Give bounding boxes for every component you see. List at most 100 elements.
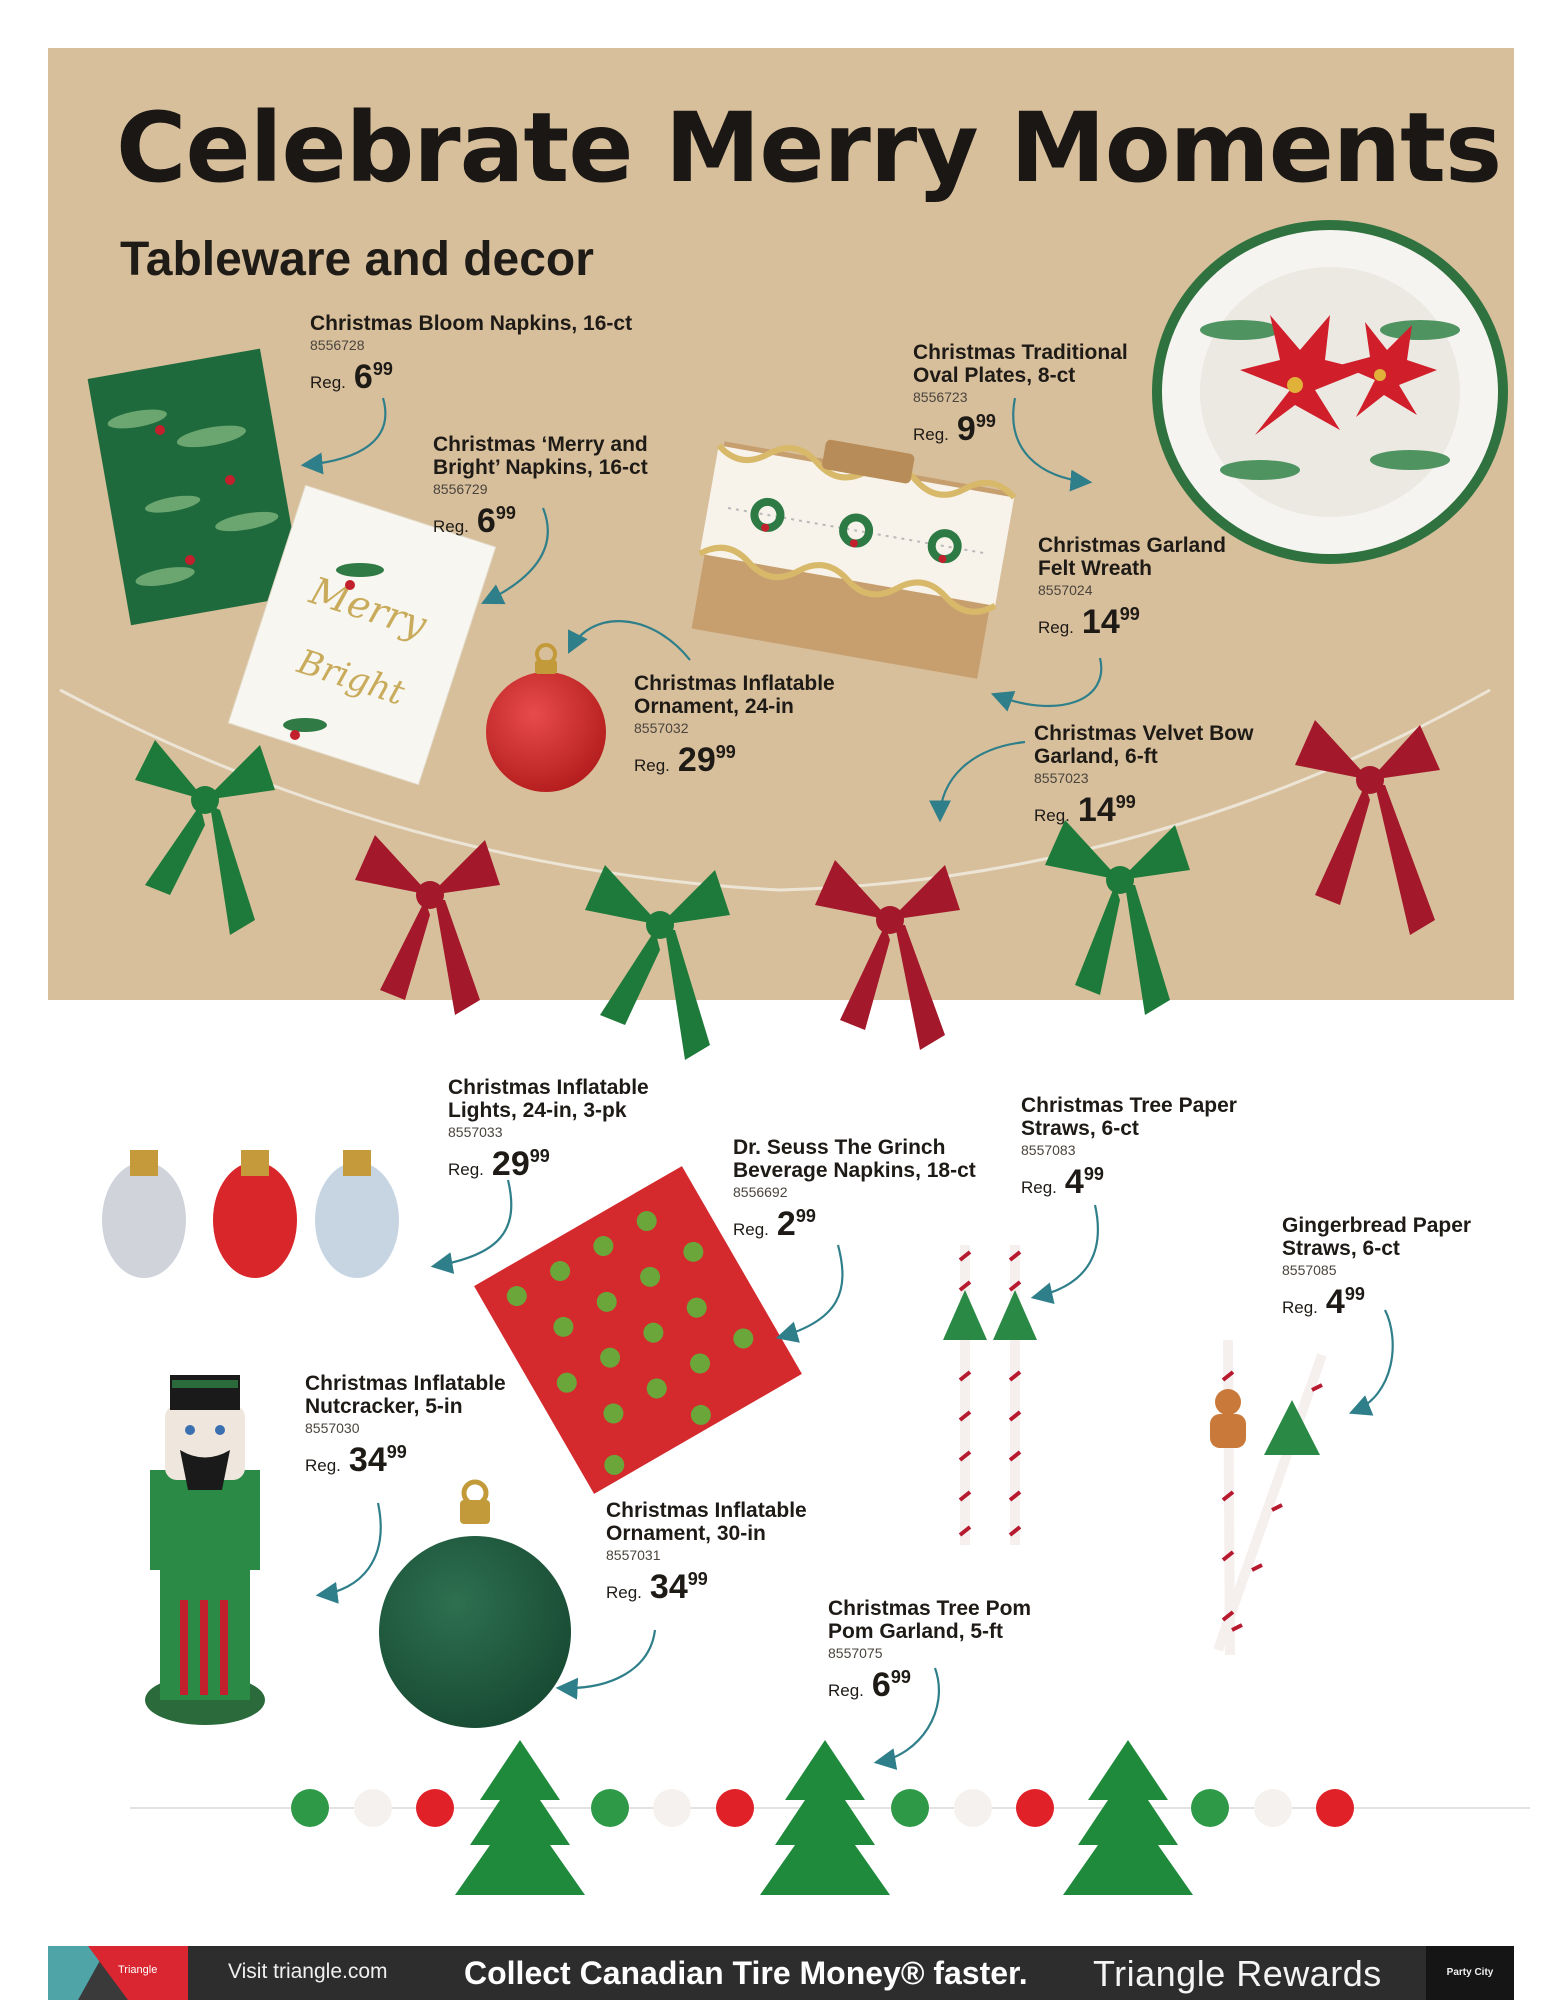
price-dollars: 2 <box>776 1205 796 1243</box>
product-name: Christmas Traditional Oval Plates, 8-ct <box>913 341 1128 387</box>
reg-label: Reg. <box>310 373 346 392</box>
product-name: Christmas Garland Felt Wreath <box>1038 534 1226 580</box>
reg-label: Reg. <box>433 517 469 536</box>
price-dollars: 4 <box>1064 1163 1084 1201</box>
product-sku: 8557024 <box>1038 582 1093 598</box>
product-sku: 8557083 <box>1021 1142 1076 1158</box>
product-name: Christmas Velvet Bow Garland, 6-ft <box>1034 722 1254 768</box>
product-price: Reg. 6 99 <box>433 503 673 539</box>
reg-label: Reg. <box>606 1583 642 1602</box>
nutcracker-image <box>145 1375 265 1725</box>
price-dollars: 6 <box>476 502 496 540</box>
price-cents: 99 <box>1119 604 1140 624</box>
reg-label: Reg. <box>448 1160 484 1179</box>
price-dollars: 6 <box>871 1666 891 1704</box>
product-grinch-napkins: Dr. Seuss The Grinch Beverage Napkins, 1… <box>733 1136 983 1242</box>
product-inflatable-ornament-30: Christmas Inflatable Ornament, 30-in 855… <box>606 1499 836 1605</box>
grinch-napkins-image <box>474 1166 802 1494</box>
section-subhead: Tableware and decor <box>120 233 594 286</box>
price-dollars: 34 <box>649 1568 688 1606</box>
price-cents: 99 <box>795 1206 816 1226</box>
product-price: Reg. 4 99 <box>1282 1284 1482 1320</box>
reg-label: Reg. <box>913 425 949 444</box>
product-sku: 8557031 <box>606 1547 661 1563</box>
wreath-garland-box-image <box>691 439 1017 679</box>
product-name: Christmas ‘Merry and Bright’ Napkins, 16… <box>433 433 648 479</box>
price-cents: 99 <box>1344 1284 1365 1304</box>
product-price: Reg. 34 99 <box>305 1442 525 1478</box>
product-merry-bright-napkins: Christmas ‘Merry and Bright’ Napkins, 16… <box>433 433 673 539</box>
inflatable-lights-image <box>102 1150 399 1278</box>
price-dollars: 4 <box>1325 1283 1345 1321</box>
price-cents: 99 <box>975 411 996 431</box>
product-price: Reg. 6 99 <box>828 1667 1058 1703</box>
merry-bright-napkins-image: Merry Bright <box>227 484 497 786</box>
product-oval-plates: Christmas Traditional Oval Plates, 8-ct … <box>913 341 1143 447</box>
price-dollars: 14 <box>1081 603 1120 641</box>
product-price: Reg. 29 99 <box>634 742 864 778</box>
product-name: Dr. Seuss The Grinch Beverage Napkins, 1… <box>733 1136 976 1182</box>
product-inflatable-lights: Christmas Inflatable Lights, 24-in, 3-pk… <box>448 1076 678 1182</box>
product-sku: 8556692 <box>733 1184 788 1200</box>
tree-paper-straws-image <box>943 1245 1037 1545</box>
product-price: Reg. 14 99 <box>1034 792 1264 828</box>
reg-label: Reg. <box>828 1681 864 1700</box>
product-sku: 8557023 <box>1034 770 1089 786</box>
product-price: Reg. 14 99 <box>1038 604 1238 640</box>
green-ornament-image <box>379 1479 571 1728</box>
footer-bar: Triangle Visit triangle.com Collect Cana… <box>48 1946 1514 2000</box>
price-cents: 99 <box>495 503 516 523</box>
price-cents: 99 <box>386 1442 407 1462</box>
price-dollars: 29 <box>677 741 716 779</box>
triangle-logo[interactable]: Triangle <box>48 1946 188 2000</box>
triangle-logo-text: Triangle <box>118 1964 158 1976</box>
product-name: Christmas Tree Paper Straws, 6-ct <box>1021 1094 1237 1140</box>
product-price: Reg. 4 99 <box>1021 1164 1241 1200</box>
bloom-napkins-image <box>87 348 304 626</box>
product-sku: 8556723 <box>913 389 968 405</box>
product-sku: 8557085 <box>1282 1262 1337 1278</box>
price-cents: 99 <box>890 1667 911 1687</box>
price-cents: 99 <box>687 1569 708 1589</box>
collect-slogan: Collect Canadian Tire Money® faster. <box>464 1955 1028 1991</box>
price-dollars: 34 <box>348 1441 387 1479</box>
reg-label: Reg. <box>1034 806 1070 825</box>
product-gingerbread-paper-straws: Gingerbread Paper Straws, 6-ct 8557085 R… <box>1282 1214 1482 1320</box>
product-name: Christmas Inflatable Nutcracker, 5-in <box>305 1372 506 1418</box>
product-name: Gingerbread Paper Straws, 6-ct <box>1282 1214 1472 1260</box>
product-name: Christmas Bloom Napkins, 16-ct <box>310 312 633 335</box>
red-ornament-image <box>486 643 606 792</box>
product-sku: 8557032 <box>634 720 689 736</box>
reg-label: Reg. <box>1038 618 1074 637</box>
reg-label: Reg. <box>305 1456 341 1475</box>
price-cents: 99 <box>1115 792 1136 812</box>
product-sku: 8557033 <box>448 1124 503 1140</box>
product-price: Reg. 9 99 <box>913 411 1143 447</box>
price-dollars: 29 <box>491 1145 530 1183</box>
product-inflatable-ornament-24: Christmas Inflatable Ornament, 24-in 855… <box>634 672 864 778</box>
product-sku: 8557075 <box>828 1645 883 1661</box>
product-name: Christmas Tree Pom Pom Garland, 5-ft <box>828 1597 1032 1643</box>
velvet-bow-garland-image <box>135 720 1440 1060</box>
visit-link[interactable]: Visit triangle.com <box>228 1960 388 1983</box>
product-price: Reg. 34 99 <box>606 1569 836 1605</box>
oval-plate-image <box>1152 220 1508 564</box>
product-name: Christmas Inflatable Ornament, 24-in <box>634 672 835 718</box>
product-sku: 8557030 <box>305 1420 360 1436</box>
price-dollars: 14 <box>1077 791 1116 829</box>
reg-label: Reg. <box>733 1220 769 1239</box>
page-headline: Celebrate Merry Moments <box>116 92 1502 204</box>
triangle-rewards-logo: Triangle Rewards <box>1093 1953 1382 1994</box>
pom-pom-garland-image <box>130 1740 1530 1895</box>
product-sku: 8556729 <box>433 481 488 497</box>
price-dollars: 6 <box>353 358 373 396</box>
product-garland-felt-wreath: Christmas Garland Felt Wreath 8557024 Re… <box>1038 534 1238 640</box>
pointer-arrows <box>300 397 1394 1770</box>
party-city-logo: Party City <box>1426 1946 1514 2000</box>
product-price: Reg. 29 99 <box>448 1146 678 1182</box>
product-velvet-bow-garland: Christmas Velvet Bow Garland, 6-ft 85570… <box>1034 722 1264 828</box>
gingerbread-paper-straws-image <box>1210 1339 1327 1656</box>
product-pom-pom-garland: Christmas Tree Pom Pom Garland, 5-ft 855… <box>828 1597 1058 1703</box>
price-dollars: 9 <box>956 410 976 448</box>
